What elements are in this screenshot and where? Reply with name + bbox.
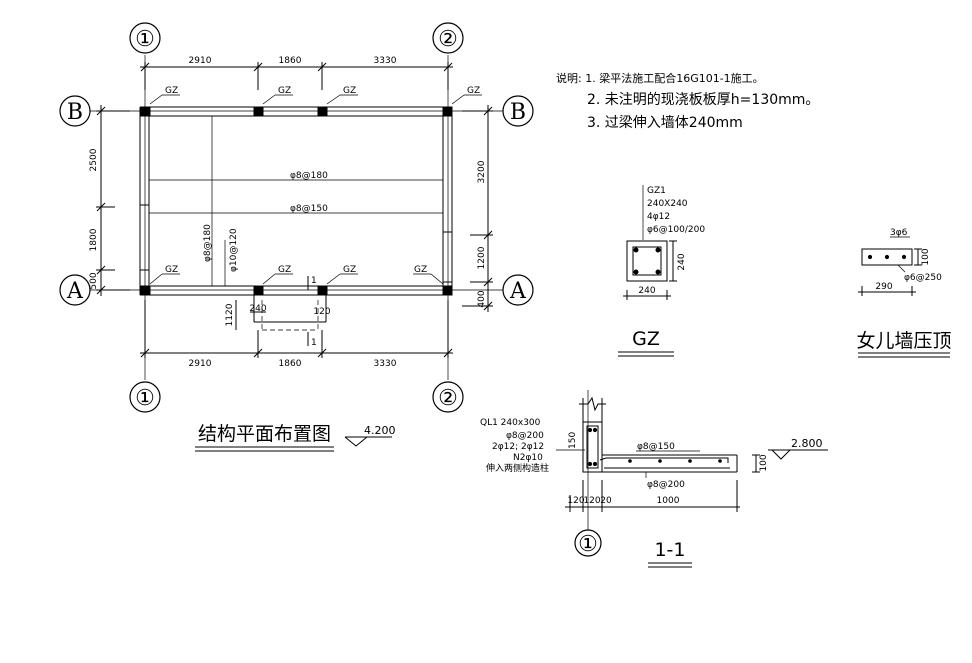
section-mark-bottom: 1 (311, 338, 317, 348)
section-title: 1-1 (654, 539, 685, 561)
bay-dim-2: 240 (249, 304, 266, 314)
bay-dim-3: 120 (313, 307, 330, 317)
right-dim-2: 1200 (477, 246, 487, 269)
top-dim-3: 3330 (374, 56, 397, 66)
column-b2 (253, 106, 264, 117)
section-bars: 2φ12; 2φ12 (492, 442, 544, 452)
gz-tag-b3: GZ (343, 86, 356, 96)
section-dim-v: 150 (568, 432, 578, 449)
gz-tag-a1: GZ (165, 265, 178, 275)
note-line-2: 2. 未注明的现浇板板厚h=130mm。 (587, 92, 819, 108)
section-bot-rebar: φ8@200 (647, 480, 685, 490)
section-dim-4: 1000 (657, 496, 680, 506)
gz-tag-b4: GZ (467, 86, 480, 96)
note-line-3: 3. 过梁伸入墙体240mm (587, 115, 743, 131)
axis-a-left: A (66, 279, 84, 304)
parapet-title: 女儿墙压顶 (856, 330, 951, 352)
floor-plan: 2910 1860 3330 2910 1860 3330 2500 1800 … (59, 22, 534, 452)
parapet-stirrup: φ6@250 (904, 273, 942, 283)
section-beam: QL1 240x300 (480, 418, 541, 428)
parapet-dim-h: 100 (921, 248, 931, 265)
axis-2-top: ② (438, 27, 458, 52)
gz-tag-a4: GZ (414, 265, 427, 275)
section-waist: N2φ10 (513, 453, 543, 463)
note-line-1: 说明: 1. 梁平法施工配合16G101-1施工。 (556, 71, 764, 85)
top-dim-2: 1860 (279, 56, 302, 66)
section-dim-3: 20 (600, 496, 612, 506)
section-axis: ① (578, 532, 598, 557)
right-dim-1: 3200 (477, 160, 487, 183)
section-top-rebar: φ8@150 (637, 442, 675, 452)
parapet-dim-w: 290 (875, 282, 892, 292)
top-dim-1: 2910 (189, 56, 212, 66)
bottom-dim-3: 3330 (374, 359, 397, 369)
axis-a-right: A (509, 279, 527, 304)
bottom-dim-2: 1860 (279, 359, 302, 369)
axis-1-top: ① (135, 27, 155, 52)
column-a1 (140, 285, 151, 296)
section-elevation: 2.800 (791, 437, 823, 450)
axis-2-bottom: ② (438, 386, 458, 411)
column-b1 (140, 106, 151, 117)
axis-1-bottom: ① (135, 386, 155, 411)
gz-section (626, 240, 668, 282)
gz-tag-a3: GZ (343, 265, 356, 275)
slab-rebar-2: φ8@150 (290, 204, 328, 214)
section-note: 伸入两侧构造柱 (486, 462, 549, 474)
gz-stirrup: φ6@100/200 (647, 225, 705, 235)
notes-block: 说明: 1. 梁平法施工配合16G101-1施工。 2. 未注明的现浇板板厚h=… (556, 71, 819, 131)
section-dim-1: 120 (567, 496, 584, 506)
parapet-bars: 3φ6 (890, 228, 908, 238)
section-dim-2: 120 (583, 496, 600, 506)
section-slab-t: 100 (759, 454, 769, 471)
gz-tag-a2: GZ (278, 265, 291, 275)
left-dim-1: 2500 (89, 148, 99, 171)
vert-rebar-2: φ10@120 (229, 228, 239, 272)
slab-rebar-1: φ8@180 (290, 171, 328, 181)
column-a3 (317, 285, 328, 296)
gz-dim-h: 240 (677, 253, 687, 270)
axis-b-left: B (67, 100, 83, 125)
gz-tag-b2: GZ (278, 86, 291, 96)
vert-rebar-1: φ8@180 (203, 224, 213, 262)
bottom-dim-1: 2910 (189, 359, 212, 369)
bay-dim-1: 1120 (225, 303, 235, 326)
axis-b-right: B (510, 100, 526, 125)
right-dim-3: 400 (477, 290, 487, 307)
gz-title: GZ (632, 328, 660, 350)
section-1-1: QL1 240x300 φ8@200 2φ12; 2φ12 N2φ10 伸入两侧… (480, 390, 828, 568)
column-b4 (442, 106, 453, 117)
plan-title: 结构平面布置图 (198, 423, 331, 445)
column-b3 (317, 106, 328, 117)
gz-detail: GZ1 240X240 4φ12 φ6@100/200 240 240 GZ (618, 185, 705, 357)
gz-dim-w: 240 (638, 286, 655, 296)
column-a2 (253, 285, 264, 296)
column-a4 (442, 285, 453, 296)
left-dim-3: 500 (89, 272, 99, 289)
section-stirrup: φ8@200 (506, 431, 544, 441)
gz-name: GZ1 (647, 186, 666, 196)
gz-tag-b1: GZ (165, 86, 178, 96)
gz-size: 240X240 (647, 199, 688, 209)
gz-main-bar: 4φ12 (647, 212, 670, 222)
left-dim-2: 1800 (89, 228, 99, 251)
parapet-section (861, 248, 913, 266)
plan-elevation: 4.200 (364, 424, 396, 437)
section-mark-top: 1 (311, 276, 317, 286)
parapet-detail: 3φ6 100 φ6@250 290 女儿墙压顶 (856, 228, 952, 358)
